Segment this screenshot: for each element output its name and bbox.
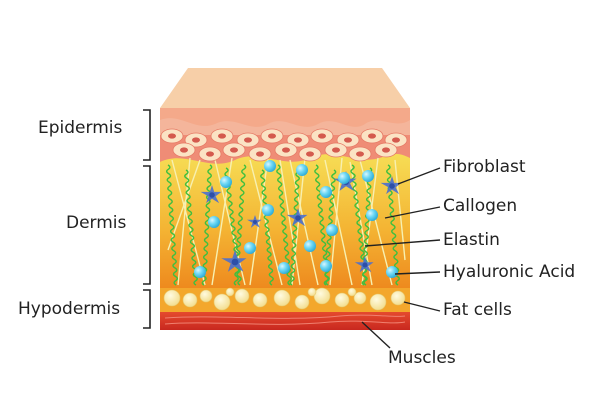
cell-nucleus: [332, 147, 340, 153]
collagen-fiber: [279, 159, 301, 286]
hyaluronic-acid-sphere: [320, 186, 332, 198]
cell-nucleus: [256, 151, 264, 157]
muscle-layer: [160, 312, 410, 330]
hyaluronic-acid-leader: [394, 271, 441, 275]
hyaluronic-acid-sphere: [326, 224, 338, 236]
fibroblast-nucleus: [362, 262, 368, 268]
hyaluronic-acid-sphere: [220, 176, 232, 188]
cell-nucleus: [206, 151, 214, 157]
cell-nucleus: [218, 133, 226, 139]
elastin-label: Elastin: [443, 230, 500, 250]
epidermis-label: Epidermis: [38, 118, 123, 138]
collagen-leader: [384, 206, 441, 219]
elastin-fiber: [201, 164, 213, 286]
fat-cell: [294, 294, 310, 310]
fibroblast-nucleus: [209, 192, 215, 198]
epidermis-bracket: [143, 109, 151, 161]
cell-nucleus: [282, 147, 290, 153]
cell-nucleus: [230, 147, 238, 153]
muscles-label: Muscles: [388, 348, 456, 368]
fat-cell: [390, 290, 406, 306]
cell-nucleus: [368, 133, 376, 139]
hypodermis-label: Hypodermis: [18, 299, 121, 319]
cell-nucleus: [344, 137, 352, 143]
hyaluronic-acid-sphere: [262, 204, 274, 216]
hyaluronic-acid-sphere: [264, 160, 276, 172]
fat-cells-label: Fat cells: [443, 300, 512, 320]
cell-nucleus: [392, 137, 400, 143]
cell-nucleus: [180, 147, 188, 153]
fat-cell: [313, 287, 331, 305]
elastin-fiber: [289, 167, 301, 286]
fat-cells: [163, 287, 406, 311]
fat-cell: [199, 289, 213, 303]
hyaluronic-acid-sphere: [362, 170, 374, 182]
hyaluronic-acid-sphere: [208, 216, 220, 228]
epidermis-cells: [160, 128, 408, 162]
skin-surface: [160, 68, 410, 108]
cell-nucleus: [306, 151, 314, 157]
fat-cell: [369, 293, 387, 311]
fat-cell: [213, 293, 231, 311]
fat-cell: [234, 288, 250, 304]
fibroblast-label: Fibroblast: [443, 157, 526, 177]
hyaluronic-acid-sphere: [320, 260, 332, 272]
elastin-leader: [364, 239, 441, 247]
fat-cell: [307, 287, 317, 297]
fibroblast-nucleus: [253, 220, 257, 224]
hyaluronic-acid-label: Hyaluronic Acid: [443, 262, 576, 282]
hyaluronic-acid-sphere: [386, 266, 398, 278]
fat-cell: [252, 292, 268, 308]
cell-nucleus: [294, 137, 302, 143]
collagen-fiber: [214, 159, 246, 286]
cell-nucleus: [318, 133, 326, 139]
fat-cell: [225, 287, 235, 297]
cell-nucleus: [244, 137, 252, 143]
cell-nucleus: [168, 133, 176, 139]
hyaluronic-acid-sphere: [296, 164, 308, 176]
collagen-fiber: [171, 159, 206, 286]
fat-cell: [273, 289, 291, 307]
cell-nucleus: [192, 137, 200, 143]
fat-cell: [347, 287, 357, 297]
cell-nucleus: [268, 133, 276, 139]
fibroblast-nucleus: [231, 258, 239, 266]
hyaluronic-acid-sphere: [194, 266, 206, 278]
dermis-layer: [160, 153, 410, 288]
fat-cell: [163, 289, 181, 307]
hyaluronic-acid-molecules: [194, 160, 398, 278]
muscles-leader: [361, 321, 391, 349]
hyaluronic-acid-sphere: [244, 242, 256, 254]
hyaluronic-acid-sphere: [366, 209, 378, 221]
hyaluronic-acid-sphere: [304, 240, 316, 252]
fibroblast-nucleus: [295, 215, 301, 221]
dermis-label: Dermis: [66, 213, 127, 233]
fat-cell: [182, 292, 198, 308]
elastin-fiber: [260, 169, 274, 286]
fibroblast-leader: [397, 167, 441, 185]
elastin-fiber: [184, 169, 198, 286]
collagen-fiber: [324, 159, 353, 286]
fibroblast-nucleus: [389, 183, 395, 189]
layer-brackets: [143, 109, 151, 329]
fat-cells-leader: [403, 301, 441, 312]
fat-cell: [353, 291, 367, 305]
cell-nucleus: [356, 151, 364, 157]
callout-lines: [361, 167, 441, 349]
collagen-fiber: [249, 159, 283, 286]
fat-cell: [334, 292, 350, 308]
hyaluronic-acid-sphere: [278, 262, 290, 274]
collagen-label: Callogen: [443, 196, 518, 216]
hypodermis-bracket: [143, 289, 151, 329]
hyaluronic-acid-sphere: [338, 172, 350, 184]
collagen-fiber: [289, 159, 319, 286]
collagen-fiber: [167, 159, 201, 251]
dermis-bracket: [143, 165, 151, 285]
cell-nucleus: [382, 147, 390, 153]
elastin-fiber: [165, 164, 179, 286]
